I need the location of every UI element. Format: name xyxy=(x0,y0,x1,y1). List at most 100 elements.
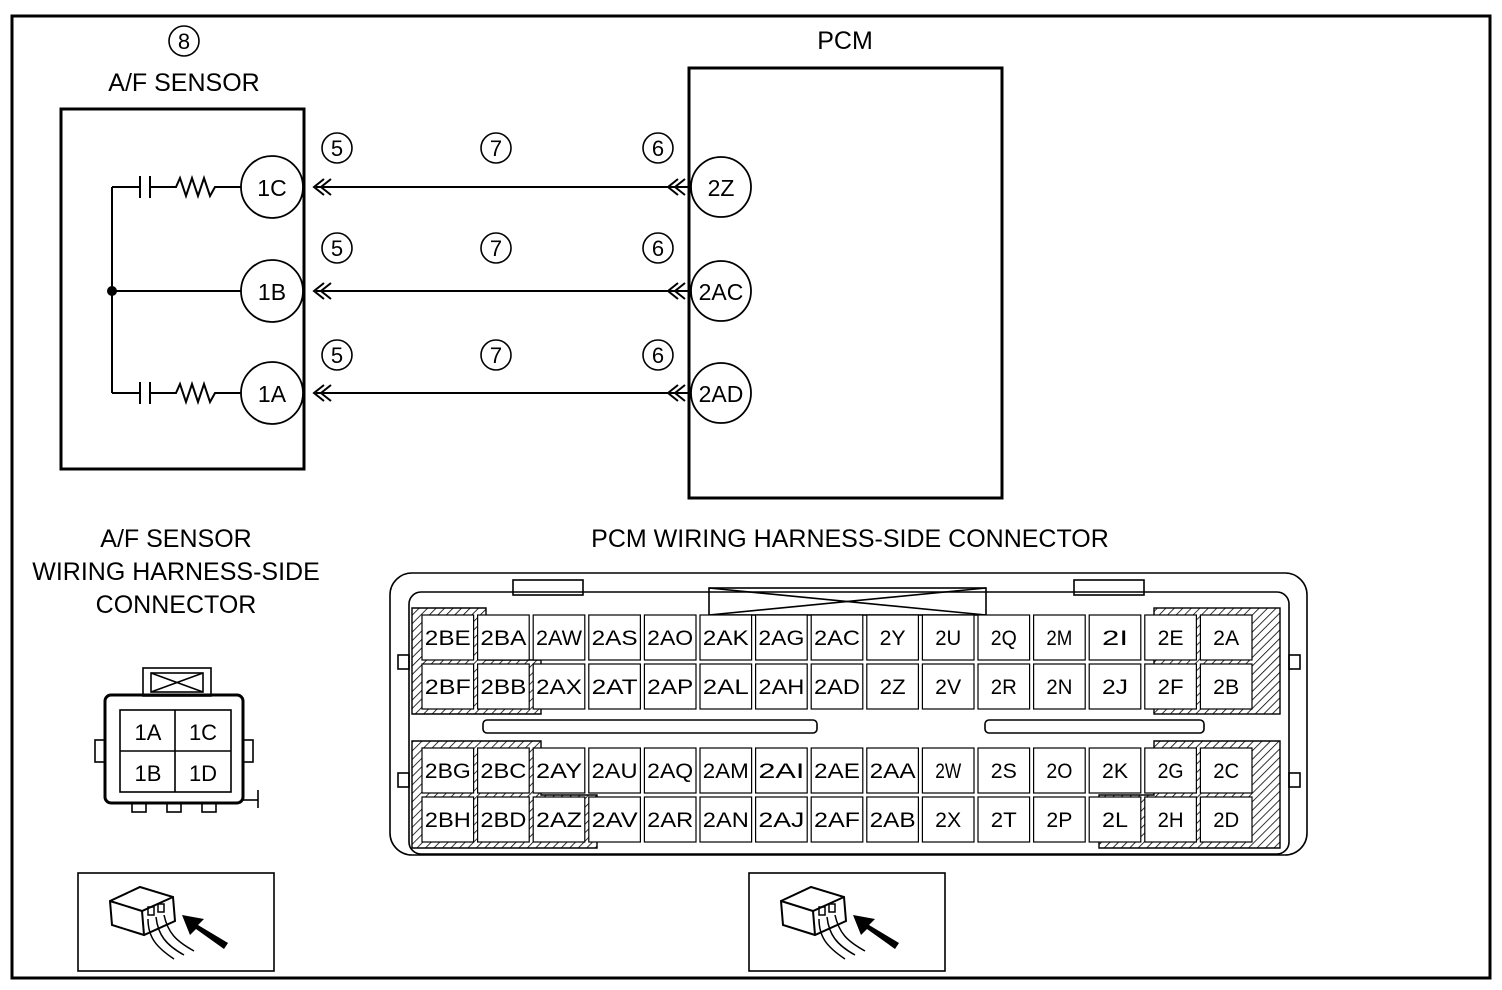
pcm-connector-pin-label: 2AW xyxy=(536,627,582,650)
pcm-connector-pin-label: 2AO xyxy=(647,627,693,650)
callout-7-row1: 7 xyxy=(490,136,502,161)
af-sensor-title: A/F SENSOR xyxy=(108,69,259,97)
pcm-pin-2ac-circle xyxy=(690,260,752,322)
callout-5-row3: 5 xyxy=(331,343,343,368)
sensor-connector-title-line3: CONNECTOR xyxy=(96,591,257,619)
pcm-connector-cell xyxy=(1032,747,1086,794)
pcm-connector-pin-label: 2R xyxy=(991,676,1017,699)
pcm-connector-cell xyxy=(643,614,697,661)
pcm-connector-cell xyxy=(421,796,475,843)
pcm-connector-cell xyxy=(754,796,808,843)
pcm-connector-cell xyxy=(977,663,1031,710)
pcm-connector-pin-label: 2G xyxy=(1158,760,1184,783)
pcm-pin-2ad: 2AD xyxy=(699,381,744,407)
pcm-connector-cell xyxy=(754,663,808,710)
sensor-pin-1c-circle xyxy=(240,155,304,219)
sensor-pin-1b-circle xyxy=(240,259,304,323)
pcm-connector-cell xyxy=(532,796,586,843)
pcm-connector-cell xyxy=(921,747,975,794)
callout-6-row1: 6 xyxy=(652,136,664,161)
pcm-connector-pin-label: 2AD xyxy=(814,676,860,699)
pcm-connector-cell xyxy=(810,663,864,710)
pcm-connector-cell xyxy=(921,614,975,661)
pcm-connector-pin-label: 2AH xyxy=(758,676,804,699)
pcm-connector-cell xyxy=(1032,663,1086,710)
pcm-connector-pin-label: 2AS xyxy=(592,627,638,650)
pcm-connector-pin-label: 2AQ xyxy=(647,760,693,783)
pcm-connector-pin-label: 2O xyxy=(1046,760,1072,783)
pcm-connector-cell xyxy=(1144,747,1198,794)
sensor-pin-1b: 1B xyxy=(258,279,286,305)
pcm-box xyxy=(687,66,1004,500)
pcm-connector-cell xyxy=(1144,663,1198,710)
callout-7-row3: 7 xyxy=(490,343,502,368)
callout-8-circle xyxy=(168,25,200,57)
sensor-pin-1a: 1A xyxy=(258,381,287,407)
pcm-connector-pin-label: 2AI xyxy=(758,760,804,783)
pcm-connector-cell xyxy=(477,614,530,661)
pcm-connector-cell xyxy=(754,747,808,794)
pcm-connector-pin-label: 2Z xyxy=(880,676,906,699)
pcm-connector-cell xyxy=(532,663,586,710)
sensor-connector-pin-1b: 1B xyxy=(135,761,162,786)
pcm-connector-pin-label: 2AA xyxy=(870,760,916,783)
pcm-connector-pin-label: 2AL xyxy=(703,676,749,699)
pcm-pin-2z-circle xyxy=(690,156,752,218)
callout-7-row2: 7 xyxy=(490,236,502,261)
pcm-connector-pin-label: 2AG xyxy=(758,627,804,650)
pcm-connector-cell xyxy=(921,663,975,710)
pcm-connector-cell xyxy=(810,747,864,794)
pcm-connector-cell xyxy=(1088,796,1142,843)
pcm-connector-cell xyxy=(643,663,697,710)
harness-wires xyxy=(312,178,690,402)
sensor-internal-circuit xyxy=(107,174,242,406)
diagram-frame xyxy=(10,14,1492,980)
pcm-connector-cell xyxy=(754,614,808,661)
pcm-connector-pin-label: 2Y xyxy=(880,627,906,650)
pcm-connector-cell xyxy=(643,796,697,843)
sensor-connector-pin-1c: 1C xyxy=(189,720,217,745)
pcm-connector-pin-label: 2Q xyxy=(991,627,1017,650)
pcm-connector-pin-label: 2J xyxy=(1102,676,1128,699)
pcm-connector-cell xyxy=(1088,614,1142,661)
sensor-connector-title-line1: A/F SENSOR xyxy=(100,525,251,553)
pcm-connector-pin-label: 2AM xyxy=(703,760,749,783)
callout-5-row1: 5 xyxy=(331,136,343,161)
pcm-connector-pin-label: 2AR xyxy=(647,809,693,832)
pcm-pin-2z: 2Z xyxy=(708,175,735,201)
pcm-connector-cell xyxy=(421,663,475,710)
pcm-connector-pin-label: 2AX xyxy=(536,676,582,699)
pcm-connector-pin-label: 2BE xyxy=(425,627,471,650)
pcm-connector-cell xyxy=(977,614,1031,661)
callout-5-row2: 5 xyxy=(331,236,343,261)
pcm-connector-pin-label: 2H xyxy=(1158,809,1184,832)
pcm-connector-cell xyxy=(977,747,1031,794)
pcm-connector-pin-label: 2N xyxy=(1046,676,1072,699)
pcm-connector-pin-label: 2BC xyxy=(480,760,526,783)
pcm-connector-cell xyxy=(699,796,753,843)
pcm-connector-pin-label: 2AF xyxy=(814,809,860,832)
pcm-pin-2ad-circle xyxy=(690,362,752,424)
pcm-connector-cell xyxy=(866,796,919,843)
pcm-connector-pin-label: 2M xyxy=(1046,627,1072,650)
callout-8: 8 xyxy=(178,29,190,54)
pcm-connector-cell xyxy=(477,663,530,710)
pcm-connector-cell xyxy=(810,614,864,661)
sensor-pin-1a-circle xyxy=(240,361,304,425)
pcm-pin-2ac: 2AC xyxy=(699,279,744,305)
connector-view-icon-right xyxy=(779,885,899,960)
pcm-connector-cell xyxy=(1032,614,1086,661)
pcm-connector-pin-label: 2T xyxy=(991,809,1017,832)
pcm-connector-cell xyxy=(477,796,530,843)
pcm-connector-cell xyxy=(1199,796,1253,843)
pcm-title: PCM xyxy=(817,27,873,55)
pcm-connector-cell xyxy=(532,747,586,794)
pcm-connector-pin-label: 2BA xyxy=(480,627,526,650)
pcm-connector-cell xyxy=(699,663,753,710)
pcm-connector-cell xyxy=(588,663,641,710)
wire-callouts: 5 7 6 5 7 6 5 7 6 xyxy=(321,132,674,371)
af-sensor-box xyxy=(59,107,306,471)
pcm-connector-cell xyxy=(643,747,697,794)
view-icon-box-left xyxy=(77,872,275,972)
